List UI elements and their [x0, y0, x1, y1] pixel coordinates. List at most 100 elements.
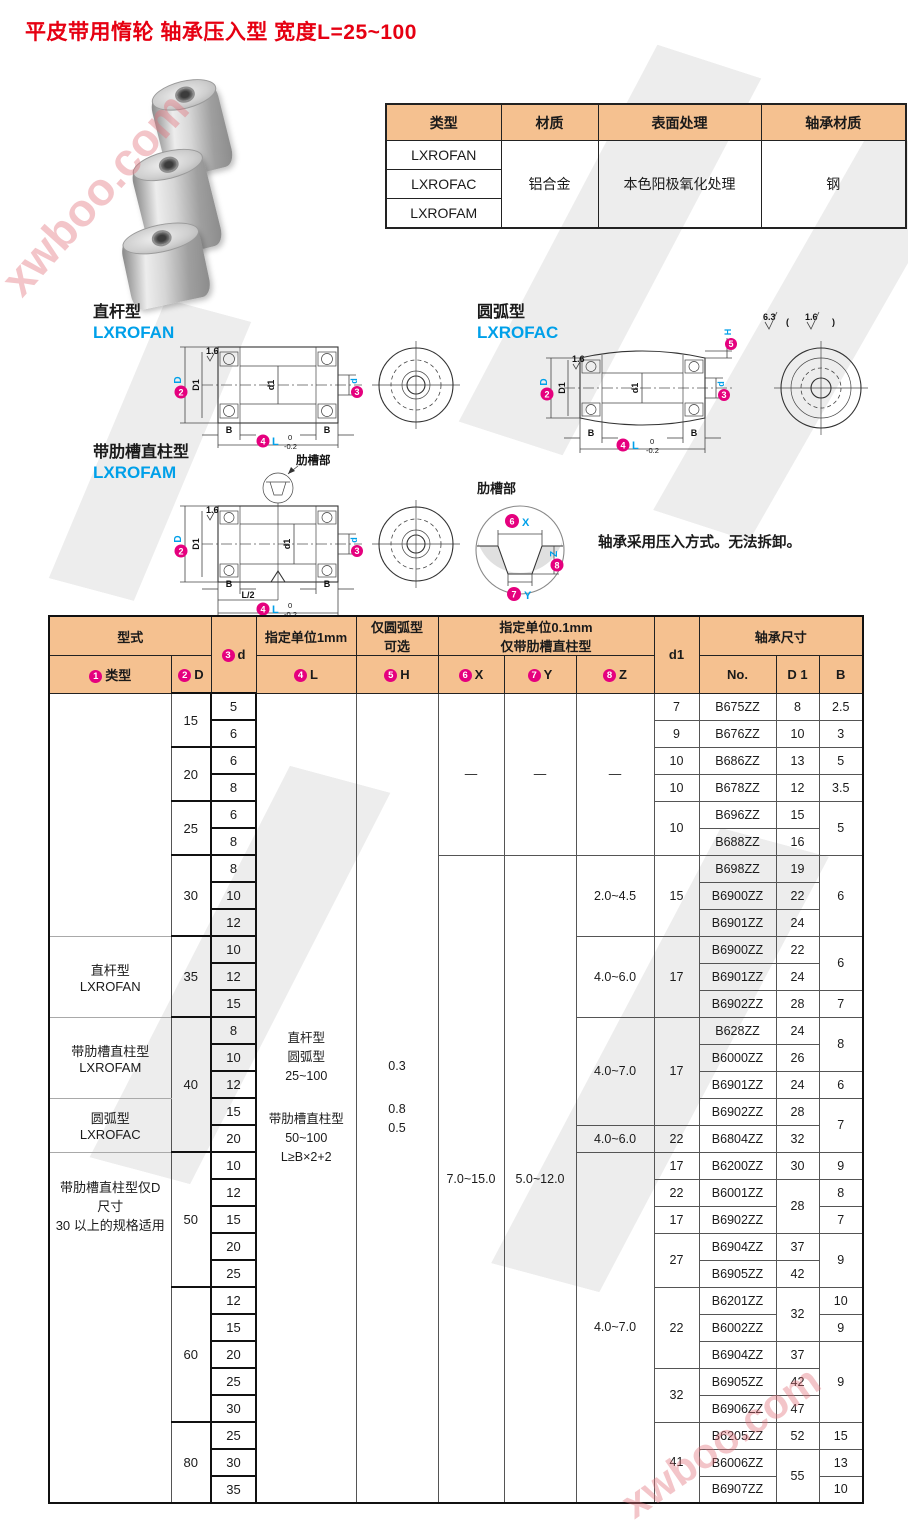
table-cell: 50 [170, 1151, 212, 1288]
table-cell: 9 [818, 1313, 864, 1342]
table-cell: 19 [775, 854, 820, 883]
table-cell: 27 [653, 1232, 700, 1288]
bearing-note: 轴承采用压入方式。无法拆卸。 [598, 535, 801, 551]
table-cell: 5.0~12.0 [503, 854, 577, 1504]
table-cell: 24 [775, 962, 820, 991]
balloon-4: 4 [260, 605, 265, 615]
table-cell: 52 [775, 1421, 820, 1450]
balloon-2: 2 [178, 388, 183, 398]
table-cell: B6906ZZ [698, 1394, 777, 1423]
paren-close: ) [832, 317, 835, 327]
table-cell: 35 [170, 935, 212, 1018]
table-cell: 5 [210, 692, 257, 721]
dim-H: H [723, 329, 733, 336]
dim-L: L [272, 436, 279, 448]
table-cell: 指定单位1mm [255, 615, 357, 656]
dim-D1: D1 [191, 538, 201, 550]
arc-type-label: 圆弧型 LXROFAC [477, 303, 558, 343]
table-cell: 8 [210, 854, 257, 883]
table-cell: 30 [775, 1151, 820, 1180]
table-cell: 10 [653, 773, 700, 802]
roughness-1_6: 1.6 [572, 354, 585, 364]
table-cell: 10 [210, 1043, 257, 1072]
dim-D: D [539, 378, 550, 385]
balloon-2: 2 [178, 547, 183, 557]
table-cell: 17 [653, 1016, 700, 1126]
table-cell: 24 [775, 1016, 820, 1045]
table-cell: B6901ZZ [698, 962, 777, 991]
tolerance-lower: -0.2 [284, 610, 297, 619]
balloon-4: 4 [620, 441, 625, 451]
table-cell: 47 [775, 1394, 820, 1423]
table-cell: 60 [170, 1286, 212, 1423]
straight-type-drawing: D 2 D1 1.6 d1 d 3 B B 4 L 0 -0.2 [173, 341, 460, 451]
table-cell: 6 [210, 800, 257, 829]
table-cell: 28 [775, 989, 820, 1018]
table-cell: 9 [818, 1151, 864, 1180]
table-cell: 55 [775, 1448, 820, 1504]
table-cell: 20 [210, 1232, 257, 1261]
dim-Y: Y [524, 590, 532, 602]
table-cell: B6901ZZ [698, 908, 777, 937]
table-cell: 17 [653, 935, 700, 1018]
table-cell: 28 [775, 1097, 820, 1126]
table-cell: 轴承材质 [760, 103, 907, 141]
type-name: 直杆型 [93, 304, 142, 321]
table-cell: 12 [210, 908, 257, 937]
ribbed-type-drawing: 肋槽部 D 2 D1 1.6 d1 d 3 B B [173, 453, 460, 619]
table-cell: 铝合金 [500, 140, 599, 229]
table-cell: 4.0~6.0 [575, 935, 655, 1018]
table-cell: 10 [653, 746, 700, 775]
dim-d: d [349, 537, 359, 543]
table-cell: 22 [775, 935, 820, 964]
table-cell: 7 [818, 1097, 864, 1153]
table-cell: 6 [818, 935, 864, 991]
table-cell: 15 [653, 854, 700, 937]
table-cell: B678ZZ [698, 773, 777, 802]
table-cell: 42 [775, 1367, 820, 1396]
table-cell: 32 [653, 1367, 700, 1423]
table-cell: D 1 [775, 655, 820, 694]
table-cell: d1 [653, 615, 700, 694]
dim-B: B [226, 579, 233, 589]
table-cell: B6000ZZ [698, 1043, 777, 1072]
table-cell: 6 [818, 1070, 864, 1099]
rib-detail-label: 肋槽部 [477, 481, 517, 496]
table-cell: 35 [210, 1475, 257, 1504]
table-cell: 17 [653, 1205, 700, 1234]
table-cell: B628ZZ [698, 1016, 777, 1045]
table-cell: 钢 [760, 140, 907, 229]
table-cell: 20 [210, 1340, 257, 1369]
table-cell: 12 [210, 1070, 257, 1099]
ribbed-type-label: 带肋槽直柱型 LXROFAM [93, 443, 189, 483]
table-cell: 22 [653, 1178, 700, 1207]
table-cell: B6804ZZ [698, 1124, 777, 1153]
table-cell: B6902ZZ [698, 1205, 777, 1234]
table-cell: 8 [818, 1178, 864, 1207]
balloon-8: 8 [554, 561, 559, 571]
dim-L: L [632, 440, 639, 452]
table-cell: 10 [210, 935, 257, 964]
table-cell: 8 [210, 1016, 257, 1045]
type-name: 带肋槽直柱型 [93, 444, 190, 461]
table-cell: 20 [170, 746, 212, 802]
table-cell: 10 [653, 800, 700, 856]
table-cell: B [818, 655, 864, 694]
table-cell: 22 [653, 1124, 700, 1153]
pulley-photo-3 [119, 216, 213, 312]
table-cell: 80 [170, 1421, 212, 1504]
table-cell: B6205ZZ [698, 1421, 777, 1450]
table-cell: 26 [775, 1043, 820, 1072]
table-cell: 16 [775, 827, 820, 856]
type-code: LXROFAC [477, 323, 559, 342]
table-cell: LXROFAN [385, 140, 502, 170]
roughness-6_3: 6.3 [763, 312, 776, 322]
tolerance-lower: -0.2 [284, 442, 297, 451]
table-cell: 25 [210, 1259, 257, 1288]
table-cell: 仅圆弧型可选 [355, 615, 439, 656]
